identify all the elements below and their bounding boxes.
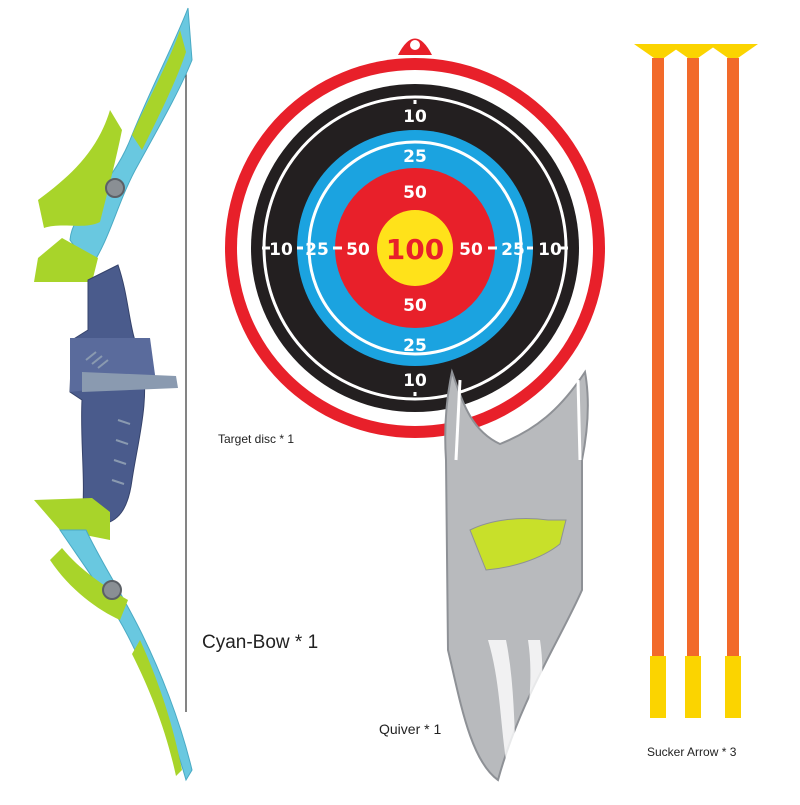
- target-score-outer-bottom: 10: [403, 371, 427, 391]
- quiver-slot-left: [488, 640, 516, 760]
- sucker-arrow: [668, 44, 718, 718]
- quiver-strap-left: [454, 379, 462, 461]
- cyan-bow: [34, 7, 193, 782]
- bow-upper-limb-accent: [132, 30, 186, 150]
- arrow-suction-cup: [708, 44, 758, 58]
- arrow-shaft: [652, 58, 664, 658]
- target-score-middle-right: 25: [501, 240, 525, 260]
- target-ring-middle-line: [307, 140, 523, 356]
- target-score-outer-left: 10: [269, 240, 293, 260]
- bow-lower-green-block: [34, 498, 110, 540]
- target-score-inner-bottom: 50: [403, 296, 427, 316]
- arrow-suction-cup: [634, 44, 684, 58]
- quiver: [444, 368, 589, 782]
- target-score-outer-right: 10: [538, 240, 562, 260]
- target-score-inner-left: 50: [346, 240, 370, 260]
- target-score-middle-left: 25: [305, 240, 329, 260]
- target-score-middle-bottom: 25: [403, 336, 427, 356]
- quiver-label: Quiver * 1: [379, 721, 442, 737]
- arrow-tail: [725, 656, 741, 718]
- sucker-arrow-label: Sucker Arrow * 3: [647, 745, 737, 759]
- quiver-strap-right: [576, 379, 582, 461]
- target-dashes: [262, 100, 568, 396]
- sucker-arrow: [708, 44, 758, 718]
- arrow-tail: [685, 656, 701, 718]
- quiver-accent: [469, 517, 567, 571]
- bow-grip: [69, 264, 146, 526]
- arrow-shaft: [687, 58, 699, 658]
- sucker-arrow: [634, 44, 684, 718]
- target-score-inner-top: 50: [403, 183, 427, 203]
- arrow-shaft: [727, 58, 739, 658]
- bow-upper-green-panel: [38, 110, 122, 228]
- bow-lower-limb-accent: [132, 640, 182, 776]
- quiver-body: [444, 368, 589, 782]
- bow-upper-green-block: [34, 238, 98, 282]
- bow-arrow-rest: [82, 372, 178, 392]
- sucker-arrows: [634, 44, 758, 718]
- bow-grip-lines: [85, 351, 131, 485]
- target-score-inner-right: 50: [459, 240, 483, 260]
- arrow-tail: [650, 656, 666, 718]
- target-score-middle-top: 25: [403, 147, 427, 167]
- target-disc: 10 10 10 10 25 25 25 25 50 50 50 50 100: [225, 38, 605, 438]
- target-score-outer-top: 10: [403, 107, 427, 127]
- target-score-center: 100: [386, 233, 444, 266]
- quiver-slot-right: [520, 640, 543, 760]
- cyan-bow-label: Cyan-Bow * 1: [202, 632, 319, 653]
- target-hanger-hole: [410, 40, 420, 50]
- arrow-suction-cup: [668, 44, 718, 58]
- bow-lower-green-panel: [50, 548, 128, 620]
- bow-upper-screw: [105, 178, 125, 198]
- bow-lower-screw: [102, 580, 122, 600]
- target-bullseye: [377, 210, 453, 286]
- target-disc-label: Target disc * 1: [218, 432, 295, 446]
